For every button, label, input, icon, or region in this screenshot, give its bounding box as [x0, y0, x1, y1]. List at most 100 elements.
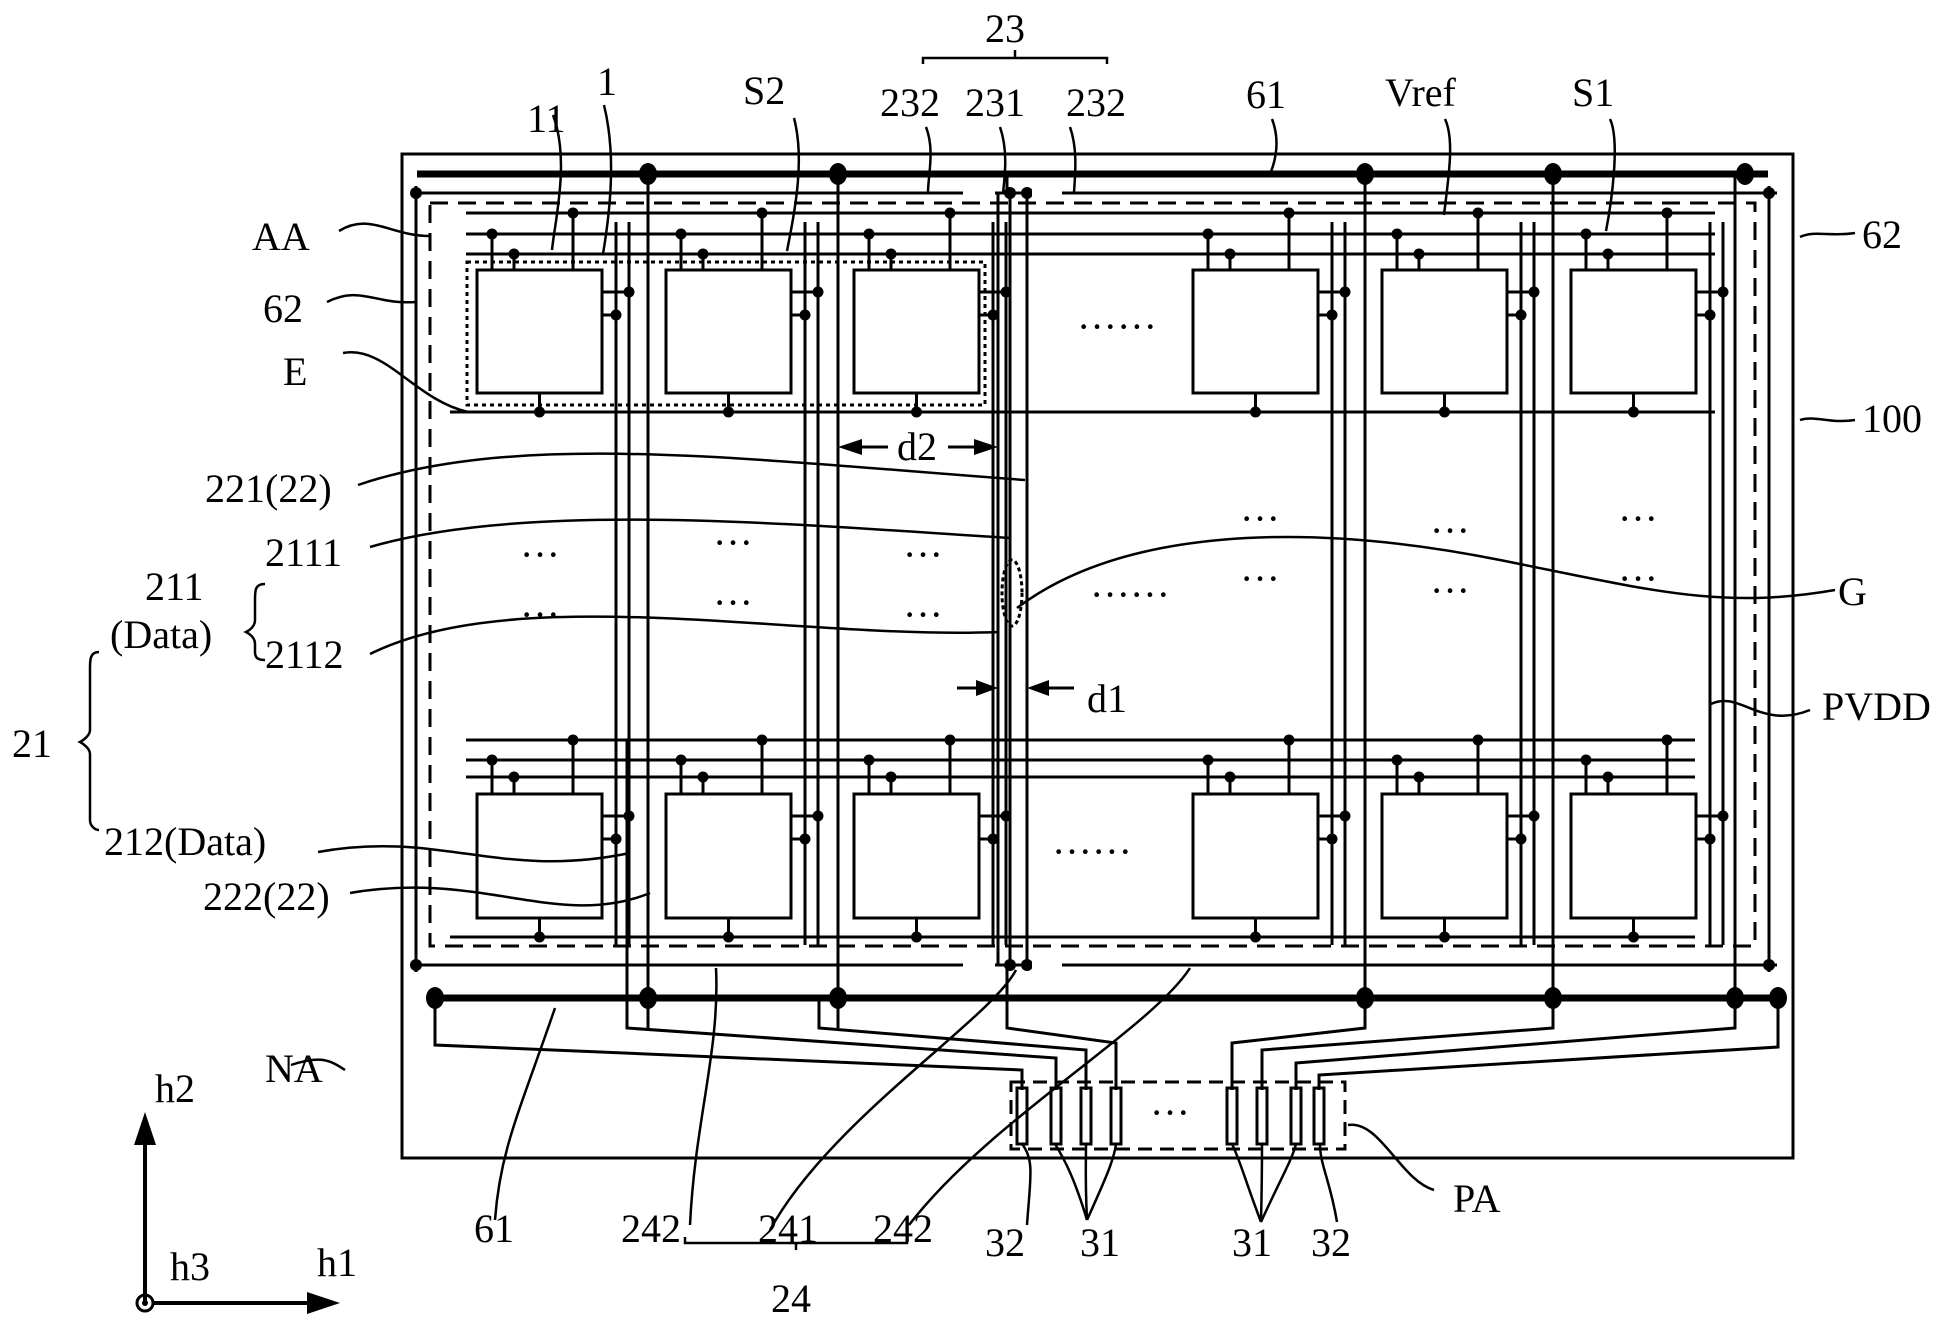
ellipsis-marker: ···	[713, 580, 753, 625]
pad-31	[1049, 1086, 1063, 1146]
label-212: 212(Data)	[104, 819, 266, 864]
axis-indicator	[134, 1112, 340, 1314]
pad-area-pa	[1009, 1080, 1347, 1151]
label-g: G	[1838, 569, 1867, 614]
label-61-bottom: 61	[474, 1206, 514, 1251]
power-junction-dot	[1736, 163, 1754, 185]
ellipsis-marker-long: ······	[1077, 304, 1157, 349]
power-junction-dot	[639, 163, 657, 185]
label-222: 222(22)	[203, 874, 330, 919]
label-241: 241	[758, 1206, 818, 1251]
pad-32-right	[1312, 1086, 1326, 1146]
power-junction-dot	[426, 987, 444, 1009]
label-61-top: 61	[1246, 72, 1286, 117]
ellipsis-marker: ···	[1618, 556, 1658, 601]
pixel-circuit	[1191, 792, 1320, 920]
pixel-circuit	[664, 268, 793, 395]
ellipsis-marker: ···	[1618, 496, 1658, 541]
label-pvdd: PVDD	[1822, 684, 1931, 729]
h1-arrow-icon	[307, 1292, 340, 1314]
label-62-left: 62	[263, 286, 303, 331]
ellipsis-marker: ···	[1430, 568, 1470, 613]
label-vref: Vref	[1385, 70, 1457, 115]
label-232-left: 232	[880, 80, 940, 125]
pixel-circuit	[1569, 268, 1698, 395]
ellipsis-marker: ···	[903, 532, 943, 577]
ellipsis-marker: ···	[903, 592, 943, 637]
power-junction-dot	[1769, 987, 1787, 1009]
center-gap-lines	[996, 187, 1033, 971]
pixel-circuit	[664, 792, 793, 920]
ellipsis-marker-long: ······	[1052, 829, 1132, 874]
power-junction-dot	[1356, 987, 1374, 1009]
label-pa: PA	[1453, 1176, 1501, 1221]
gap-g-marker	[1000, 558, 1024, 628]
label-211: 211	[145, 564, 204, 609]
pixel-circuit	[1191, 268, 1320, 395]
ellipsis-marker: ···	[520, 592, 560, 637]
label-62-right: 62	[1862, 212, 1902, 257]
h3-out-of-plane-icon	[135, 1293, 155, 1313]
label-na: NA	[265, 1046, 323, 1091]
label-aa: AA	[252, 214, 310, 259]
pad-31	[1079, 1086, 1093, 1146]
label-11: 11	[527, 96, 566, 141]
ellipsis-marker: ···	[1240, 556, 1280, 601]
power-junction-dot	[829, 987, 847, 1009]
label-231: 231	[965, 80, 1025, 125]
label-100: 100	[1862, 396, 1922, 441]
power-junction-dot	[1544, 163, 1562, 185]
label-1: 1	[597, 59, 617, 104]
pixel-circuit	[1380, 268, 1509, 395]
label-21: 21	[12, 721, 52, 766]
label-h3: h3	[170, 1244, 210, 1289]
label-32-left: 32	[985, 1220, 1025, 1265]
pixel-array	[450, 174, 1737, 1028]
power-junction-dot	[639, 987, 657, 1009]
label-232-right: 232	[1066, 80, 1126, 125]
label-e: E	[283, 349, 307, 394]
pixel-circuit	[475, 268, 604, 395]
label-h1: h1	[317, 1240, 357, 1285]
pad-31	[1289, 1086, 1303, 1146]
label-h2: h2	[155, 1066, 195, 1111]
label-2112: 2112	[265, 632, 344, 677]
d1-dimension	[957, 680, 1074, 696]
pixel-circuit	[475, 792, 604, 920]
pixel-circuit	[1569, 792, 1698, 920]
line-62-ring	[410, 186, 1777, 972]
panel-frame-100	[400, 152, 1795, 1160]
label-242-right: 242	[873, 1206, 933, 1251]
ellipsis-marker: ···	[1240, 496, 1280, 541]
ellipsis-marker-long: ······	[1090, 572, 1170, 617]
label-24: 24	[771, 1276, 811, 1321]
pad-31	[1255, 1086, 1269, 1146]
pixel-circuit	[852, 268, 981, 395]
power-junction-dot	[1726, 987, 1744, 1009]
label-23: 23	[985, 6, 1025, 51]
pixel-circuit	[852, 792, 981, 920]
pixel-circuit	[1380, 792, 1509, 920]
label-211-data: (Data)	[110, 612, 212, 657]
h2-arrow-icon	[134, 1112, 156, 1145]
label-242-left: 242	[621, 1206, 681, 1251]
leader-lines	[77, 50, 1856, 1250]
fanout-wiring	[433, 965, 1780, 1090]
active-area-boundary	[428, 201, 1757, 948]
pad-ellipsis: ···	[1150, 1090, 1190, 1135]
power-junction-dots	[426, 163, 1787, 1009]
label-31-right: 31	[1232, 1220, 1272, 1265]
label-s1: S1	[1572, 70, 1614, 115]
pad-31	[1225, 1086, 1239, 1146]
label-s2: S2	[743, 68, 785, 113]
label-221: 221(22)	[205, 466, 332, 511]
label-2111: 2111	[265, 530, 342, 575]
label-d1: d1	[1087, 676, 1127, 721]
ellipsis-marker: ···	[1430, 508, 1470, 553]
label-31-left: 31	[1080, 1220, 1120, 1265]
power-junction-dot	[1356, 163, 1374, 185]
ellipsis-marker: ···	[713, 520, 753, 565]
d2-dimension	[838, 439, 998, 455]
pixel-group-1-box	[465, 260, 987, 407]
